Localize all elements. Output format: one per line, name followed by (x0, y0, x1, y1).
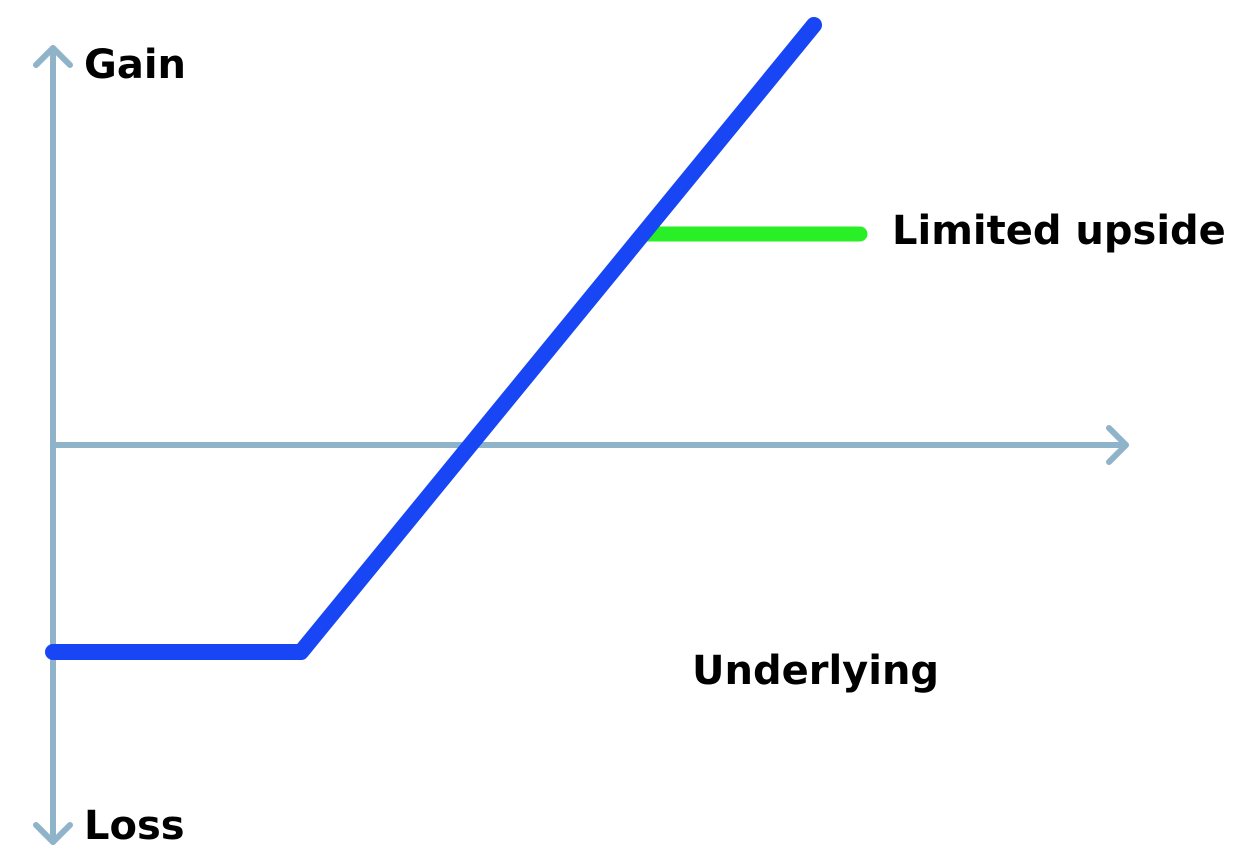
underlying-label: Underlying (692, 648, 940, 694)
limited-upside-label: Limited upside (892, 208, 1226, 254)
gain-arrowhead-icon (33, 45, 73, 68)
gain-label: Gain (84, 42, 187, 88)
payoff-line (45, 17, 822, 660)
loss-arrowhead-icon (33, 822, 73, 845)
underlying-arrowhead-icon (1106, 425, 1129, 465)
horizontal-axis (50, 425, 1129, 465)
loss-label: Loss (84, 803, 185, 849)
